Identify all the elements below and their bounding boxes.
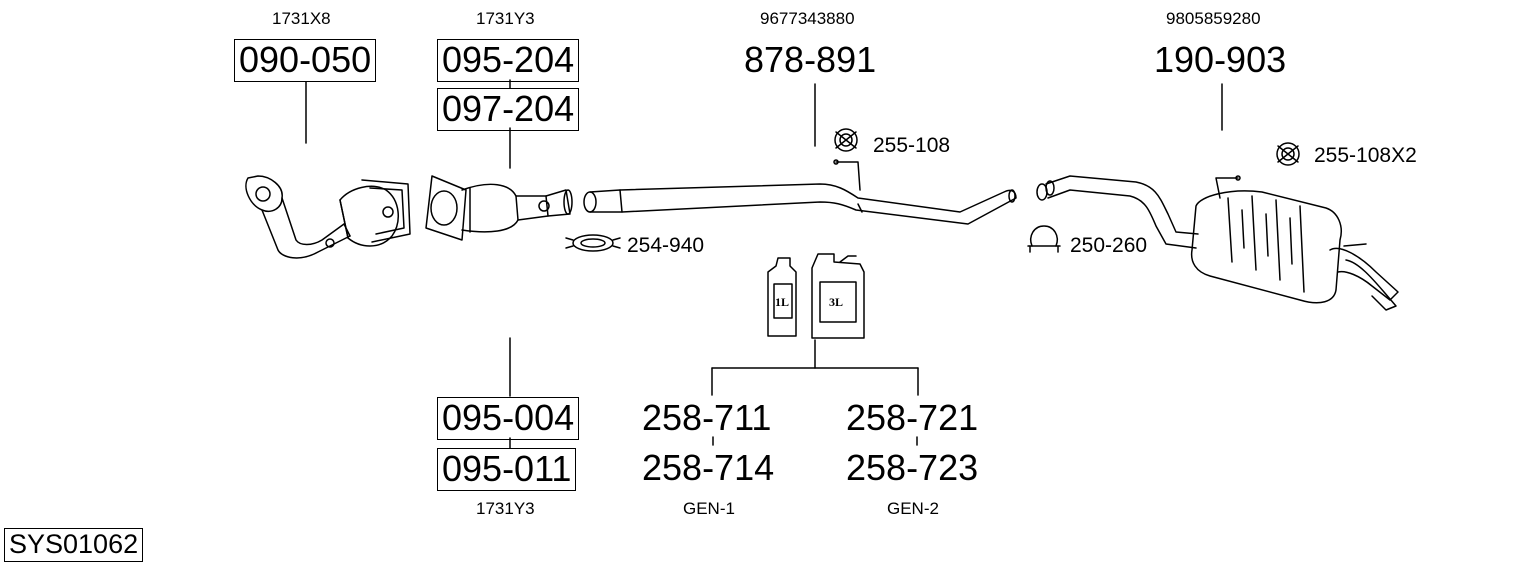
part-number-090-050[interactable]: 090-050 xyxy=(234,39,377,82)
part-code-1731y3-top: 1731Y3 xyxy=(476,9,535,28)
part-code-9805859280: 9805859280 xyxy=(1166,9,1261,28)
paste-container-small-icon xyxy=(767,257,797,337)
part-number-878-891[interactable]: 878-891 xyxy=(744,39,877,80)
part-number-095-004[interactable]: 095-004 xyxy=(437,397,580,440)
accessory-label-255-108[interactable]: 255-108 xyxy=(873,134,951,157)
container-label-3l: 3L xyxy=(829,295,844,309)
paste-container-large-icon xyxy=(811,253,865,339)
part-number-095-204[interactable]: 095-204 xyxy=(437,39,580,82)
part-code-1731y3-bottom: 1731Y3 xyxy=(476,499,535,518)
rear-silencer-illustration xyxy=(1036,175,1399,311)
part-code-1731x8: 1731X8 xyxy=(272,9,331,28)
accessory-label-254-940[interactable]: 254-940 xyxy=(627,234,705,257)
part-code-gen-2: GEN-2 xyxy=(887,499,939,518)
part-number-258-721[interactable]: 258-721 xyxy=(846,397,979,438)
container-label-1l: 1L xyxy=(775,295,790,309)
part-number-258-714[interactable]: 258-714 xyxy=(642,447,775,488)
front-pipe-illustration xyxy=(245,175,411,259)
clamp-254-940 xyxy=(565,234,621,252)
part-code-gen-1: GEN-1 xyxy=(683,499,735,518)
accessory-label-255-108x2[interactable]: 255-108X2 xyxy=(1314,144,1417,167)
rubber-mount-255-108 xyxy=(834,128,858,152)
part-code-9677343880: 9677343880 xyxy=(760,9,855,28)
rubber-mount-255-108x2 xyxy=(1276,142,1300,166)
container-bracket xyxy=(711,339,919,396)
system-code-label: SYS01062 xyxy=(4,528,144,562)
catalytic-converter-illustration xyxy=(425,175,573,241)
clamp-250-260 xyxy=(1027,225,1061,253)
intermediate-pipe-illustration xyxy=(583,159,1017,225)
part-number-097-204[interactable]: 097-204 xyxy=(437,88,580,131)
part-number-258-711[interactable]: 258-711 xyxy=(642,397,772,438)
part-number-258-723[interactable]: 258-723 xyxy=(846,447,979,488)
accessory-label-250-260[interactable]: 250-260 xyxy=(1070,234,1148,257)
part-number-190-903[interactable]: 190-903 xyxy=(1154,39,1287,80)
part-number-095-011[interactable]: 095-011 xyxy=(437,448,577,491)
